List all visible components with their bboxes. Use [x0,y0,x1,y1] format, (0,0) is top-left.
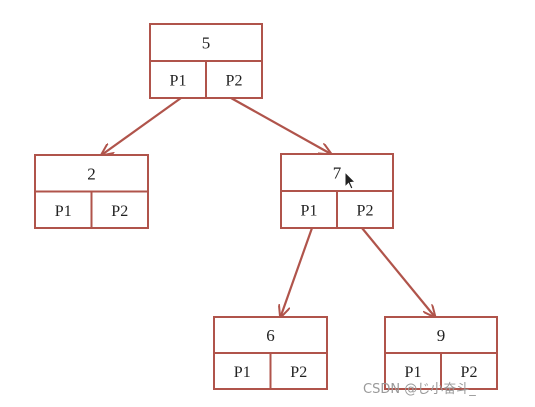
pointer-p2-label: P2 [226,73,243,90]
pointer-p1-label: P1 [405,364,422,381]
mouse-pointer-icon [344,170,357,190]
pointer-p1-label: P1 [301,203,318,220]
pointer-p1-label: P1 [55,203,72,220]
node-key: 9 [437,326,446,345]
node-key: 5 [202,34,211,53]
pointer-p2-label: P2 [357,203,374,220]
pointer-p2-label: P2 [461,364,478,381]
pointer-p1-label: P1 [234,364,251,381]
tree-node-5: 5P1 P2 [149,23,263,99]
pointer-p2-label: P2 [290,364,307,381]
watermark: CSDN @じ小奋斗_ [363,382,476,397]
edge-arrow [361,227,435,317]
pointer-p2-label: P2 [111,203,128,220]
edge-arrow [281,227,314,317]
edge-arrow [230,97,331,154]
node-key: 6 [266,326,275,345]
tree-node-7: 7P1 P2 [280,153,394,229]
pointer-p1-label: P1 [170,73,187,90]
tree-node-2: 2P1 P2 [34,154,149,229]
tree-node-6: 6P1 P2 [213,316,328,390]
node-key: 2 [87,164,96,183]
node-key: 7 [333,164,342,183]
edge-arrow [102,97,182,155]
edges-layer [102,97,436,317]
tree-node-9: 9P1 P2 [384,316,498,390]
